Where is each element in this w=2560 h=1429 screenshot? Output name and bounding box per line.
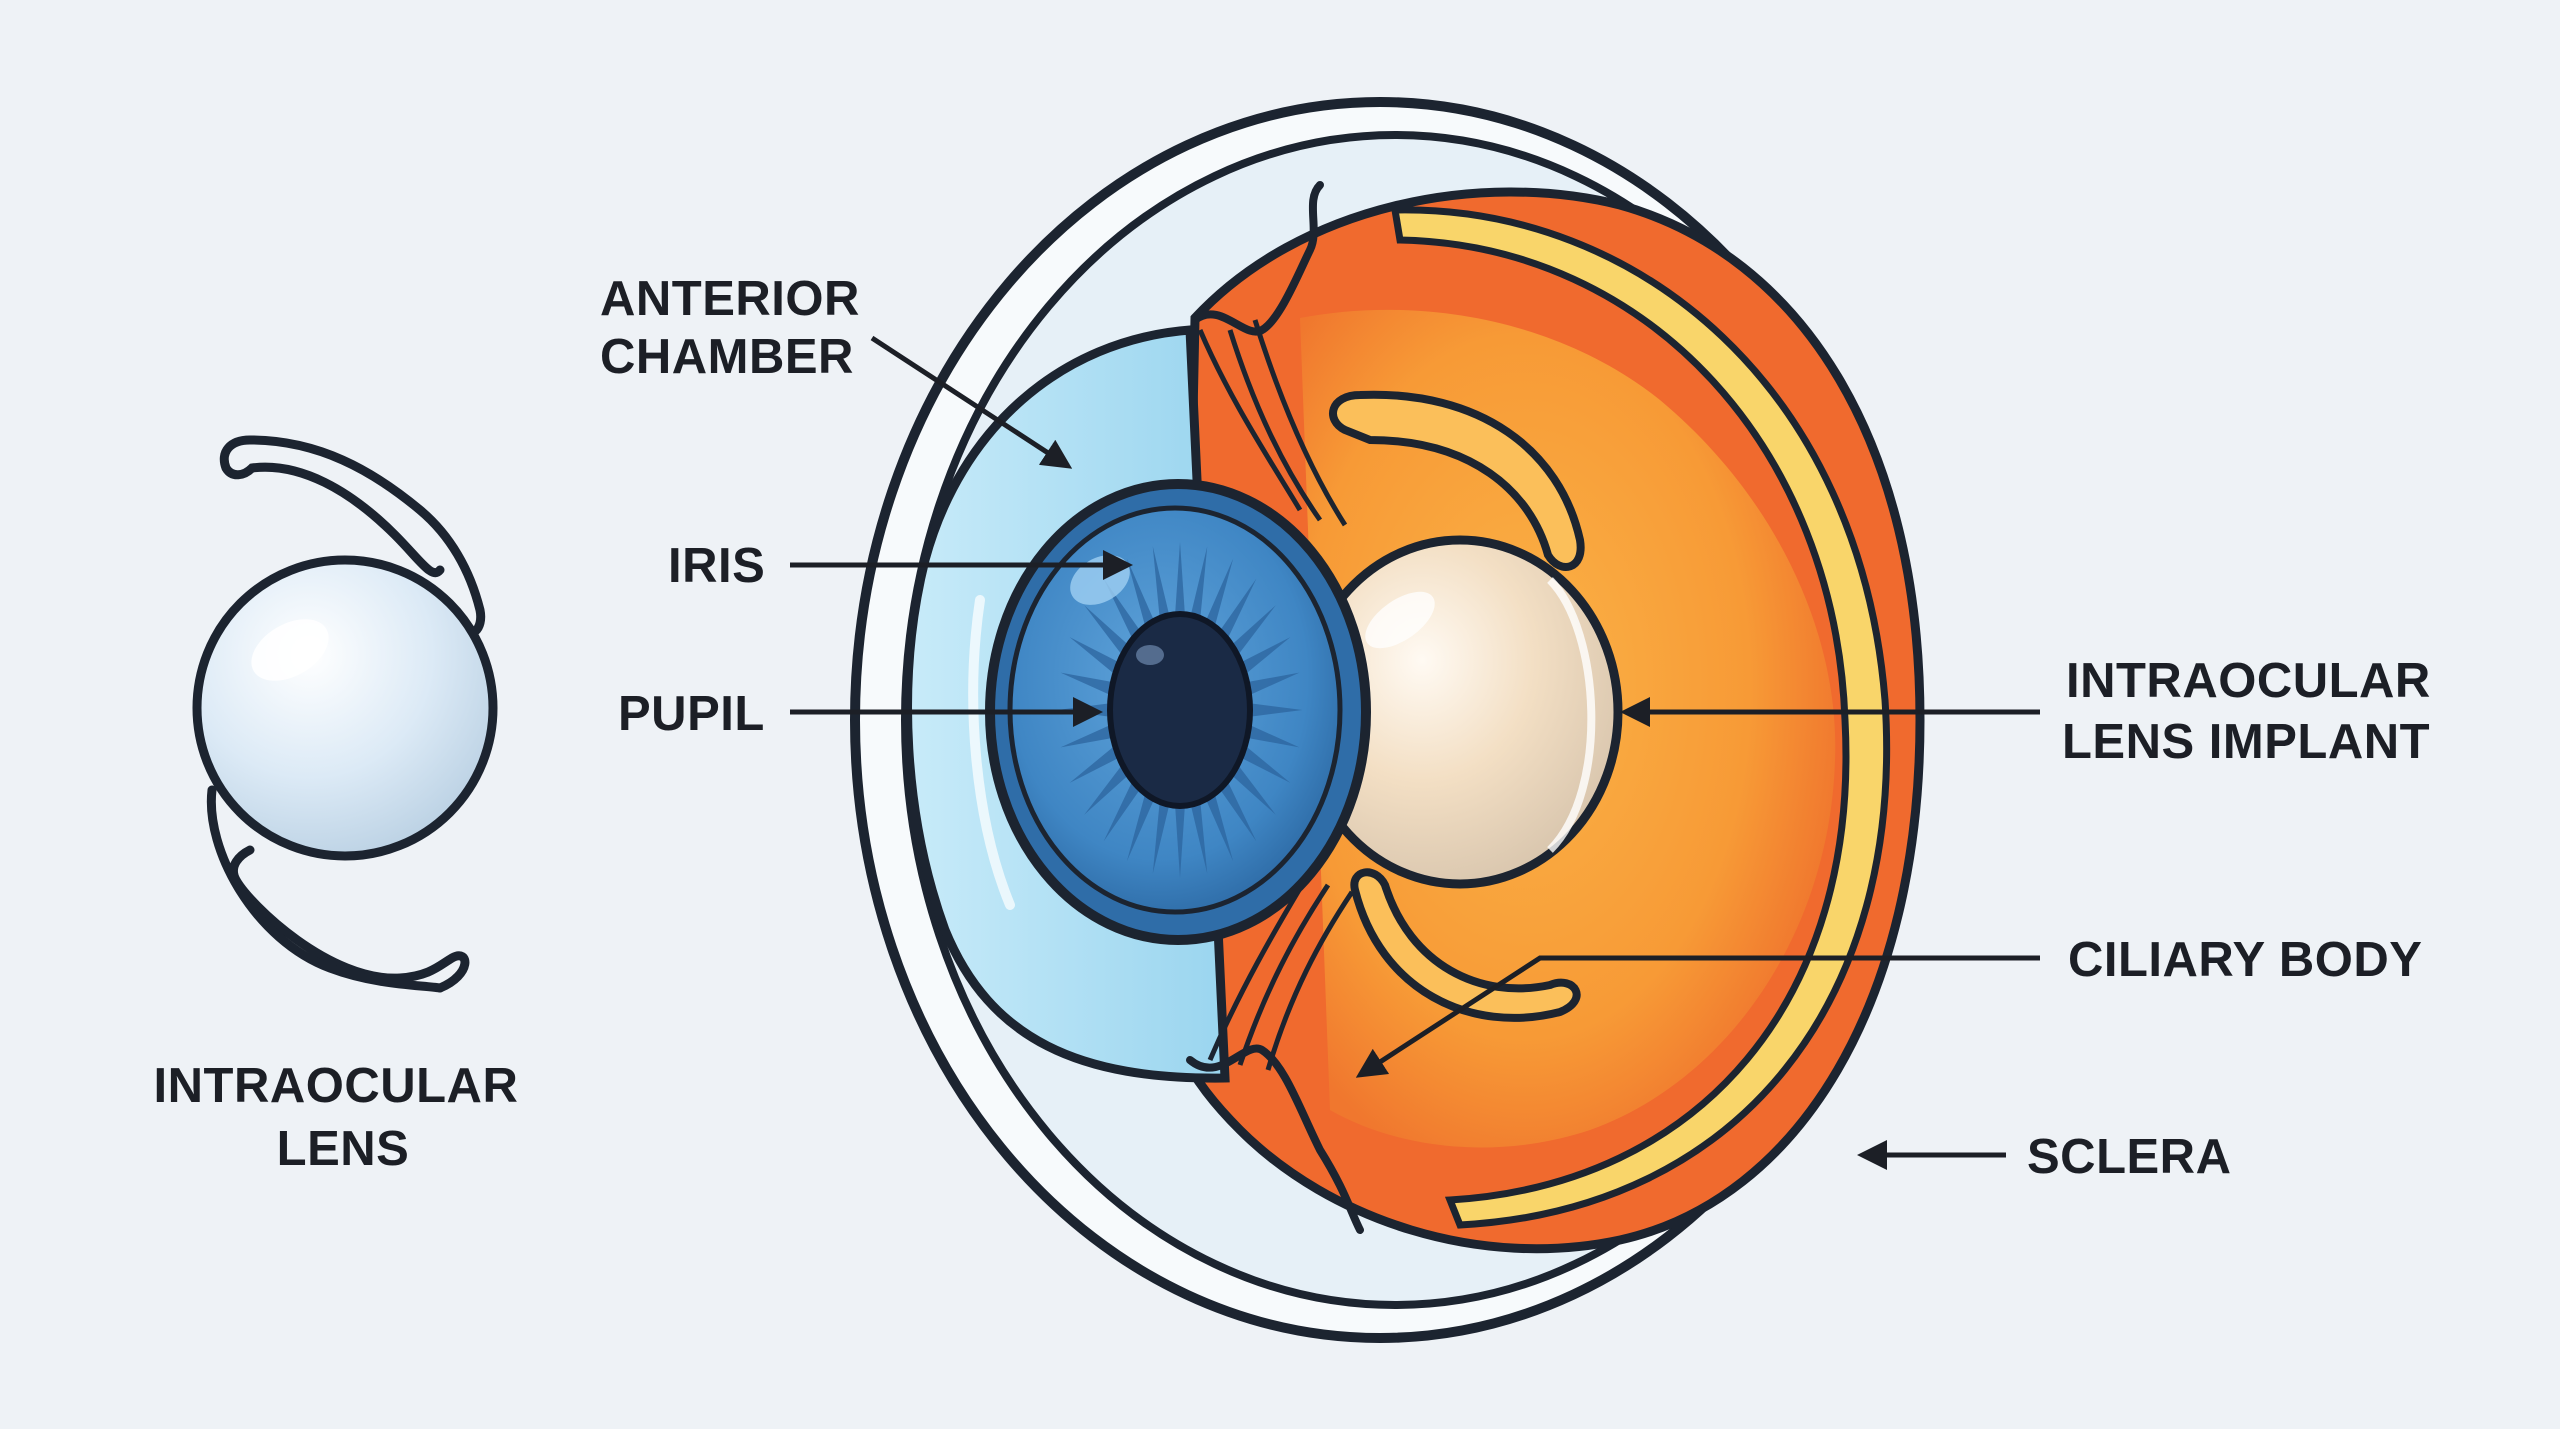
arrow-anterior-chamber [870, 335, 1073, 469]
label-intraocular-lens-line2: LENS [277, 1122, 410, 1176]
ciliary-zonules-bottom [1207, 878, 1355, 1071]
iris-striations [1057, 542, 1303, 878]
iris-ray [1240, 745, 1291, 783]
label-intraocular-lens-implant: INTRAOCULAR LENS IMPLANT [2062, 654, 2445, 769]
iris-ray [1084, 764, 1129, 815]
retina-band [1390, 206, 1891, 1229]
iol-haptic-bottom [228, 845, 470, 993]
iris-ray [1103, 780, 1141, 842]
ciliary-zonules-top [1197, 319, 1348, 527]
label-ciliary-body: CILIARY BODY [2068, 933, 2422, 987]
implant-optic-rim [1547, 577, 1596, 853]
iris-ray [1175, 805, 1185, 878]
pupil [1107, 611, 1253, 809]
iris-ray [1219, 578, 1257, 640]
label-intraocular-lens-line1: INTRAOCULAR [154, 1059, 519, 1113]
iris-ray [1190, 801, 1208, 874]
ciliary-process-top [1191, 181, 1324, 336]
label-intraocular-lens-implant-line2: LENS IMPLANT [2062, 715, 2430, 769]
iris-ray [1231, 764, 1276, 815]
label-iris: IRIS [668, 539, 765, 593]
iris-ray [1205, 793, 1234, 862]
label-anterior-chamber-line2: CHAMBER [600, 330, 854, 384]
iol-haptic-top [245, 435, 486, 638]
cornea-sheen [968, 595, 1015, 910]
iris-ray [1126, 558, 1155, 627]
iol-optic [192, 555, 498, 861]
iris-ray [1219, 780, 1257, 842]
leader-lines [790, 335, 2040, 1170]
ciliary-process-bottom [1186, 1044, 1364, 1234]
iris-ray [1069, 745, 1120, 783]
implant-haptic-top [1329, 390, 1585, 571]
label-intraocular-lens-implant-line1: INTRAOCULAR [2066, 654, 2431, 708]
eye-cross-section [850, 97, 1925, 1343]
iris-ray [1069, 637, 1120, 675]
iris-ray [1060, 724, 1114, 748]
label-anterior-chamber-line1: ANTERIOR [600, 272, 860, 326]
iris-ray [1084, 605, 1129, 656]
iris-ray [1126, 793, 1155, 862]
label-pupil: PUPIL [618, 687, 765, 741]
label-sclera: SCLERA [2027, 1130, 2231, 1184]
iris-ray [1060, 672, 1114, 696]
iris-ray [1231, 605, 1276, 656]
iris-ray [1152, 546, 1170, 619]
iol-haptic-top-inner [219, 435, 445, 577]
intraocular-lens-illustration [192, 435, 498, 993]
iris-ray [1205, 558, 1234, 627]
iris-ray [1152, 801, 1170, 874]
pupil-highlight [1136, 645, 1164, 665]
label-intraocular-lens: INTRAOCULAR LENS [154, 1059, 533, 1176]
iris-ray [1175, 542, 1185, 615]
iris-ray [1249, 703, 1303, 717]
iol-optic-highlight [251, 619, 329, 681]
iris-ray [1190, 546, 1208, 619]
iol-haptic-bottom-inner [206, 785, 445, 993]
label-anterior-chamber: ANTERIOR CHAMBER [600, 272, 874, 384]
arrow-ciliary-body [1355, 955, 2040, 1078]
iris-ray [1246, 672, 1300, 696]
iris-ray [1240, 637, 1291, 675]
implant-haptic-bottom [1350, 868, 1581, 1022]
implant-optic-highlight [1365, 591, 1435, 649]
iris-ray [1246, 724, 1300, 748]
